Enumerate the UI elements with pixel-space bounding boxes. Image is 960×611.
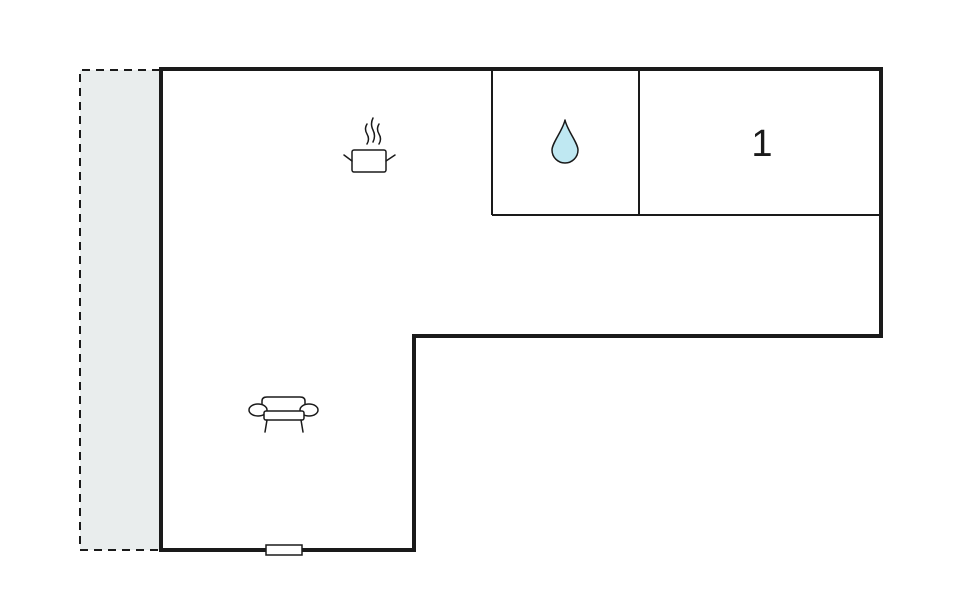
water-drop-icon: [551, 119, 579, 164]
cooking-pot-icon: [343, 117, 396, 173]
terrace: [79, 69, 160, 551]
outer-wall: [159, 67, 883, 552]
interior-walls: [491, 69, 879, 216]
terrace-area: [80, 70, 160, 550]
window: [265, 544, 303, 556]
bedroom-number-label: 1: [751, 123, 772, 165]
armchair-icon: [248, 396, 319, 433]
